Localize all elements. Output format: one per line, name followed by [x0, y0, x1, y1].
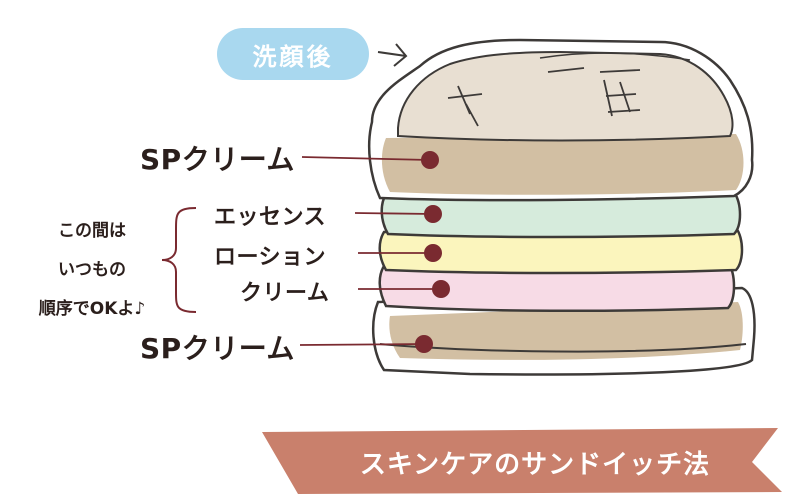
after-face-wash-tag: 洗顔後: [217, 28, 369, 80]
tag-label: 洗顔後: [252, 42, 334, 71]
note-line-1: この間は: [58, 221, 126, 241]
cream-layer: [378, 260, 736, 313]
label-lotion: ローション: [214, 245, 327, 270]
dot-lotion: [424, 244, 442, 262]
top-bread: [367, 38, 754, 202]
label-top-sp-cream: SPクリーム: [140, 143, 295, 176]
essence-layer: [380, 190, 742, 239]
curly-brace: [161, 207, 197, 313]
dot-cream: [432, 280, 450, 298]
arrow-icon: [377, 43, 408, 67]
leader-line-essence: [354, 212, 434, 215]
leader-line-bottom-sp: [299, 343, 425, 346]
dot-essence: [424, 205, 442, 223]
note-line-3: 順序でOKよ♪: [38, 299, 146, 319]
dot-bottom-sp: [415, 335, 433, 353]
diagram-title: スキンケアのサンドイッチ法: [359, 449, 711, 480]
label-essence: エッセンス: [214, 205, 327, 230]
order-note: この間は いつもの 順序でOKよ♪: [22, 212, 162, 329]
title-ribbon: [262, 428, 782, 494]
dot-top-sp: [421, 151, 439, 169]
leader-line-top-sp: [301, 156, 431, 161]
note-line-2: いつもの: [58, 260, 126, 280]
label-cream: クリーム: [240, 281, 330, 306]
label-bottom-sp-cream: SPクリーム: [140, 332, 295, 365]
lotion-layer: [378, 226, 744, 275]
